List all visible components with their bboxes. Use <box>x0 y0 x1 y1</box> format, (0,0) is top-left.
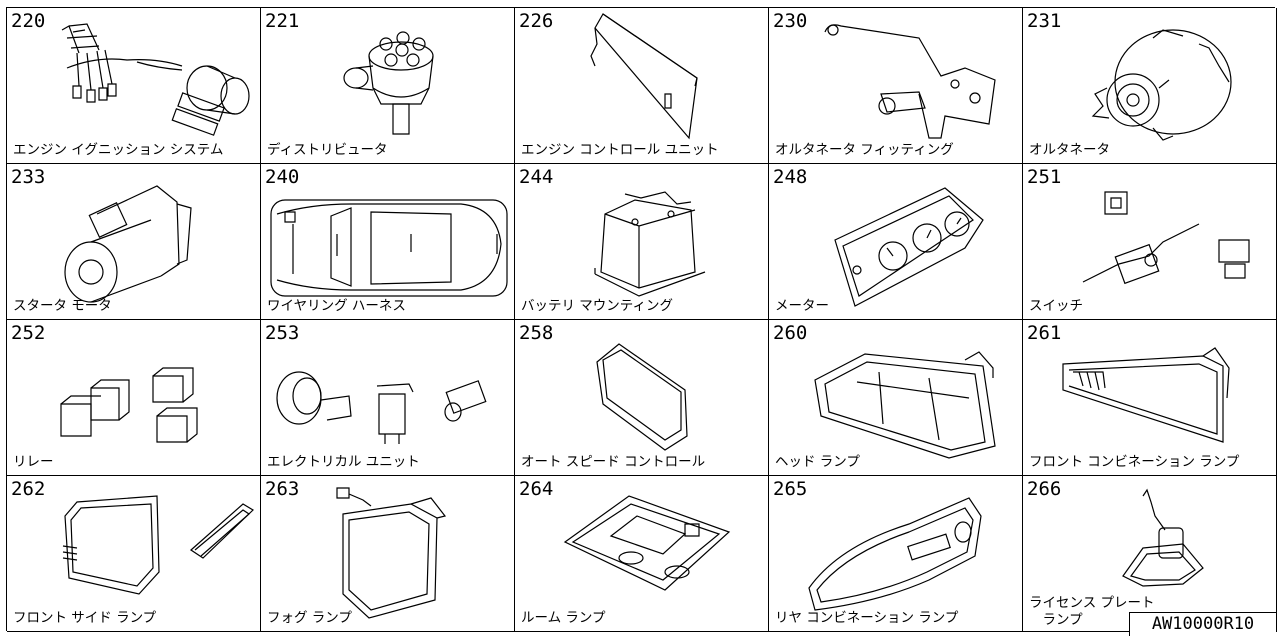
part-number: 244 <box>519 166 554 188</box>
cell-264[interactable]: 264 ルーム ランプ <box>515 476 769 632</box>
cell-220[interactable]: 220 エンジン イグニッション システム <box>7 8 261 164</box>
part-label: バッテリ マウンティング <box>521 298 673 314</box>
cell-230[interactable]: 230 オルタネータ フィッティング <box>769 8 1023 164</box>
cell-261[interactable]: 261 フロント コンビネーション ランプ <box>1023 320 1277 476</box>
part-number: 266 <box>1027 478 1062 500</box>
part-label: フォグ ランプ <box>267 610 352 626</box>
part-number: 226 <box>519 10 554 32</box>
part-label: メーター <box>775 298 829 314</box>
part-label: ルーム ランプ <box>521 610 606 626</box>
cell-221[interactable]: 221 ディストリビュータ <box>261 8 515 164</box>
electrical-unit-icon <box>261 320 515 476</box>
part-label: スイッチ <box>1029 298 1083 314</box>
part-label: フロント サイド ランプ <box>13 610 157 626</box>
part-number: 230 <box>773 10 808 32</box>
part-number: 252 <box>11 322 46 344</box>
battery-icon <box>515 164 769 320</box>
cell-248[interactable]: 248 メーター <box>769 164 1023 320</box>
part-label: ワイヤリング ハーネス <box>267 298 406 314</box>
part-number: 253 <box>265 322 300 344</box>
starter-motor-icon <box>7 164 261 320</box>
alternator-fitting-icon <box>769 8 1023 164</box>
cell-265[interactable]: 265 リヤ コンビネーション ランプ <box>769 476 1023 632</box>
part-number: 262 <box>11 478 46 500</box>
cell-260[interactable]: 260 ヘッド ランプ <box>769 320 1023 476</box>
part-label: フロント コンビネーション ランプ <box>1029 454 1240 470</box>
front-side-lamp-icon <box>7 476 261 632</box>
front-combination-lamp-icon <box>1023 320 1277 476</box>
part-number: 251 <box>1027 166 1062 188</box>
part-label: オート スピード コントロール <box>521 454 706 470</box>
part-label: ディストリビュータ <box>267 142 388 158</box>
part-number: 221 <box>265 10 300 32</box>
cell-253[interactable]: 253 エレクトリカル ユニット <box>261 320 515 476</box>
cell-244[interactable]: 244 バッテリ マウンティング <box>515 164 769 320</box>
part-label: リレー <box>13 454 54 470</box>
part-number: 240 <box>265 166 300 188</box>
cell-262[interactable]: 262 フロント サイド ランプ <box>7 476 261 632</box>
room-lamp-icon <box>515 476 769 632</box>
license-plate-lamp-icon <box>1023 476 1277 632</box>
part-label: エンジン イグニッション システム <box>13 142 224 158</box>
part-label: ライセンス プレート ランプ <box>1029 595 1155 628</box>
cell-231[interactable]: 231 オルタネータ <box>1023 8 1277 164</box>
engine-control-unit-icon <box>515 8 769 164</box>
part-number: 258 <box>519 322 554 344</box>
part-label: スタータ モータ <box>13 298 112 314</box>
part-number: 231 <box>1027 10 1062 32</box>
cell-266[interactable]: 266 ライセンス プレート ランプ <box>1023 476 1277 632</box>
parts-catalog-grid: 220 エンジン イグニッション システム 221 ディストリビュータ 226 … <box>6 7 1277 632</box>
part-number: 248 <box>773 166 808 188</box>
ignition-system-icon <box>7 8 261 164</box>
part-label: リヤ コンビネーション ランプ <box>775 610 959 626</box>
catalog-code: AW10000R10 <box>1129 612 1276 636</box>
cell-263[interactable]: 263 フォグ ランプ <box>261 476 515 632</box>
distributor-icon <box>261 8 515 164</box>
switch-icon <box>1023 164 1277 320</box>
cell-252[interactable]: 252 リレー <box>7 320 261 476</box>
rear-combination-lamp-icon <box>769 476 1023 632</box>
part-number: 263 <box>265 478 300 500</box>
part-label: ヘッド ランプ <box>775 454 860 470</box>
part-number: 261 <box>1027 322 1062 344</box>
cell-226[interactable]: 226 エンジン コントロール ユニット <box>515 8 769 164</box>
part-number: 233 <box>11 166 46 188</box>
alternator-icon <box>1023 8 1277 164</box>
speed-control-icon <box>515 320 769 476</box>
part-number: 264 <box>519 478 554 500</box>
wiring-harness-icon <box>261 164 515 320</box>
part-label: エンジン コントロール ユニット <box>521 142 719 158</box>
relay-icon <box>7 320 261 476</box>
part-label: オルタネータ <box>1029 142 1110 158</box>
fog-lamp-icon <box>261 476 515 632</box>
part-label: オルタネータ フィッティング <box>775 142 954 158</box>
cell-240[interactable]: 240 ワイヤリング ハーネス <box>261 164 515 320</box>
meter-icon <box>769 164 1023 320</box>
part-number: 260 <box>773 322 808 344</box>
part-number: 220 <box>11 10 46 32</box>
cell-258[interactable]: 258 オート スピード コントロール <box>515 320 769 476</box>
head-lamp-icon <box>769 320 1023 476</box>
cell-233[interactable]: 233 スタータ モータ <box>7 164 261 320</box>
part-number: 265 <box>773 478 808 500</box>
cell-251[interactable]: 251 スイッチ <box>1023 164 1277 320</box>
part-label: エレクトリカル ユニット <box>267 454 420 470</box>
